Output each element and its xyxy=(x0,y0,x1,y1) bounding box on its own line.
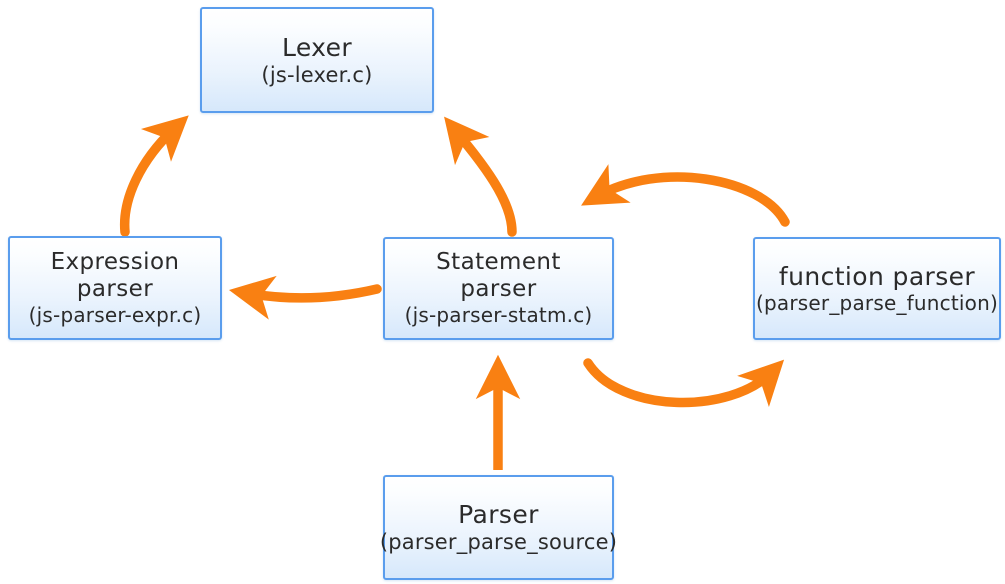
edge-statement-to-function xyxy=(583,358,785,408)
edge-statement-to-lexer xyxy=(444,116,517,237)
edge-function-to-statement xyxy=(581,164,790,227)
node-statement-parser-subtitle: (js-parser-statm.c) xyxy=(404,303,593,328)
node-parser[interactable]: Parser (parser_parse_source) xyxy=(379,475,618,580)
node-lexer[interactable]: Lexer (js-lexer.c) xyxy=(200,7,434,113)
node-expression-parser[interactable]: Expression parser (js-parser-expr.c) xyxy=(8,236,222,340)
node-statement-parser[interactable]: Statement parser (js-parser-statm.c) xyxy=(383,237,614,340)
node-statement-parser-title-line1: Statement xyxy=(436,249,561,276)
node-expression-parser-title-line2: parser xyxy=(76,275,154,302)
node-parser-subtitle: (parser_parse_source) xyxy=(379,530,618,555)
node-lexer-subtitle: (js-lexer.c) xyxy=(261,62,373,87)
node-expression-parser-subtitle: (js-parser-expr.c) xyxy=(28,302,202,327)
edge-statement-to-expression xyxy=(228,275,382,320)
node-lexer-title: Lexer xyxy=(281,32,353,62)
node-parser-title: Parser xyxy=(458,500,539,530)
node-statement-parser-title-line2: parser xyxy=(460,276,537,303)
node-expression-parser-title-line1: Expression xyxy=(50,248,180,275)
edge-expression-to-lexer xyxy=(119,115,189,237)
node-function-parser-title: function parser xyxy=(778,261,976,291)
node-function-parser-subtitle: (parser_parse_function) xyxy=(756,290,998,315)
node-function-parser[interactable]: function parser (parser_parse_function) xyxy=(753,237,1001,340)
